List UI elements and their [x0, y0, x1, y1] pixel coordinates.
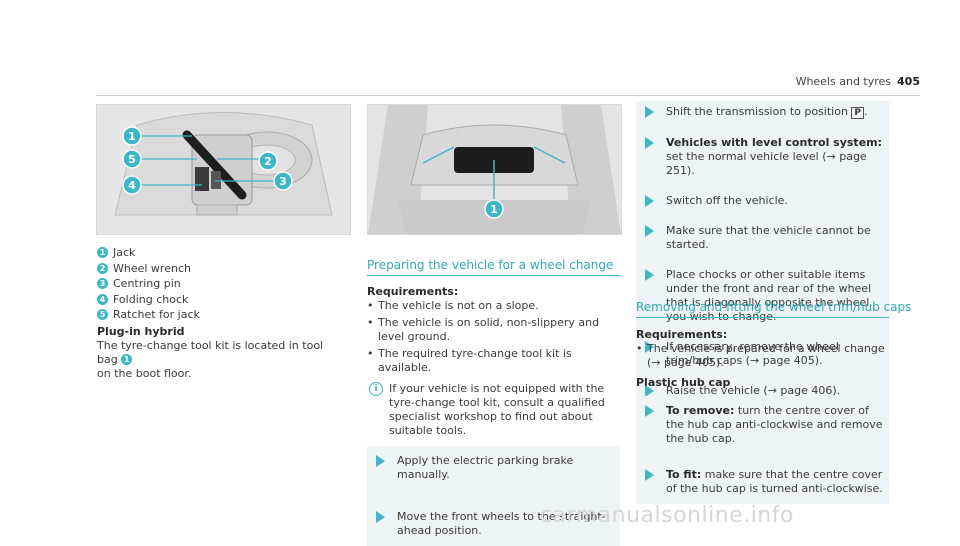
step-item: Vehicles with level control system: set … — [636, 128, 889, 186]
tool-kit-illustration: 1 5 4 2 3 — [97, 105, 350, 234]
watermark: carmanualsonline.info — [540, 503, 794, 528]
step-arrow-icon — [645, 269, 654, 281]
info-icon: i — [369, 382, 383, 396]
marker-1: 1 — [484, 199, 504, 219]
requirements-label: Requirements: — [636, 328, 728, 341]
tool-bag-marker: 1 — [121, 354, 133, 365]
requirement-item: The vehicle is not on a slope. — [367, 299, 620, 313]
step-arrow-icon — [645, 405, 654, 417]
requirements-label: Requirements: — [367, 285, 459, 298]
removing-title: Removing and fitting the wheel trim/hub … — [636, 300, 911, 318]
marker-4: 4 — [122, 175, 142, 195]
step-item: Shift the transmission to position P. — [636, 101, 889, 128]
svg-text:3: 3 — [279, 175, 287, 188]
marker-3: 3 — [273, 171, 293, 191]
gear-position-symbol: P — [851, 107, 865, 119]
step-arrow-icon — [645, 106, 654, 118]
preparing-title: Preparing the vehicle for a wheel change — [367, 258, 620, 276]
step-arrow-icon — [645, 469, 654, 481]
section-name: Wheels and tyres — [795, 75, 892, 88]
svg-text:5: 5 — [128, 153, 136, 166]
step-arrow-icon — [376, 455, 385, 467]
step-item: To fit: make sure that the centre cover … — [636, 460, 889, 504]
svg-text:1: 1 — [128, 130, 136, 143]
marker-5: 5 — [122, 149, 142, 169]
tool-kit-photo: 1 5 4 2 3 — [96, 104, 351, 235]
step-item: Switch off the vehicle. — [636, 186, 889, 216]
requirement-item: The vehicle is on solid, non-slippery an… — [367, 316, 620, 344]
plugin-hybrid-text: The tyre-change tool kit is located in t… — [97, 339, 324, 380]
plugin-hybrid-heading: Plug-in hybrid — [97, 324, 185, 338]
plastic-hub-cap-heading: Plastic hub cap — [636, 376, 731, 389]
step-arrow-icon — [645, 195, 654, 207]
svg-text:4: 4 — [128, 179, 136, 192]
removing-section: Removing and fitting the wheel trim/hub … — [636, 300, 911, 504]
requirement-item: The required tyre-change tool kit is ava… — [367, 347, 620, 375]
svg-text:1: 1 — [490, 203, 498, 216]
step-item: Make sure that the vehicle cannot be sta… — [636, 216, 889, 260]
header-rule — [96, 95, 920, 96]
step-item: Apply the electric parking brake manuall… — [367, 446, 620, 490]
requirement-item: The vehicle is prepared for a wheel chan… — [636, 342, 889, 370]
step-arrow-icon — [645, 385, 654, 397]
tool-bag-photo: 1 — [367, 104, 622, 235]
marker-1: 1 — [122, 126, 142, 146]
marker-2: 2 — [258, 151, 278, 171]
preparing-section: Preparing the vehicle for a wheel change… — [367, 258, 620, 546]
page-number: 405 — [897, 75, 920, 88]
tool-bag-illustration: 1 — [368, 105, 621, 234]
step-arrow-icon — [645, 137, 654, 149]
step-item: Place chocks or other suitable items und… — [636, 260, 889, 332]
step-item: To remove: turn the centre cover of the … — [636, 396, 889, 454]
step-arrow-icon — [376, 511, 385, 523]
svg-text:2: 2 — [264, 155, 272, 168]
step-arrow-icon — [645, 225, 654, 237]
page-header: Wheels and tyres 405 — [796, 75, 920, 88]
